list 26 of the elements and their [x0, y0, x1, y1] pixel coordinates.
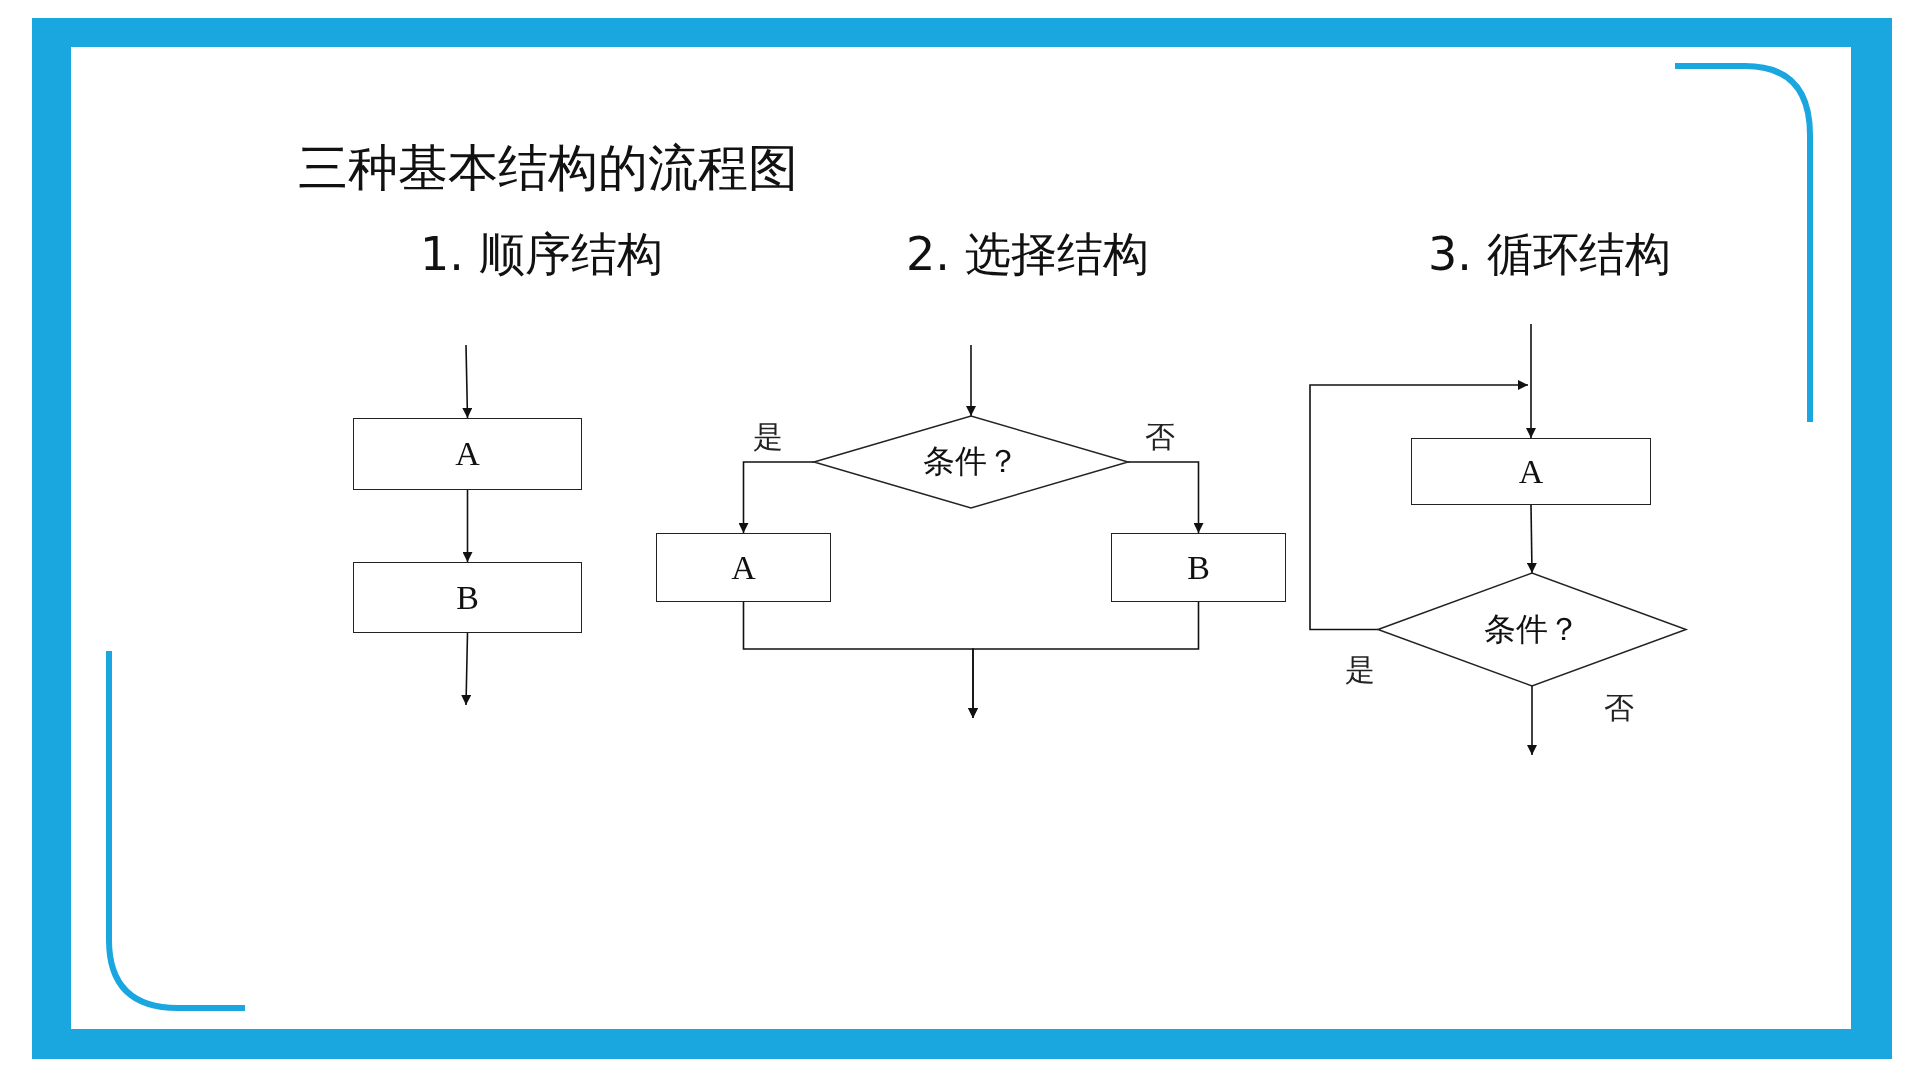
process-box: A: [1411, 438, 1651, 505]
edge-label: 否: [1145, 422, 1175, 452]
arrow: [462, 344, 473, 419]
arrow: [1526, 504, 1537, 574]
arrow: [966, 344, 976, 417]
arrow: [1527, 685, 1537, 756]
arrow: [968, 601, 1200, 719]
arrow: [462, 489, 473, 563]
process-box: B: [1111, 533, 1286, 602]
arrow: [1127, 461, 1204, 534]
title: 三种基本结构的流程图: [298, 138, 798, 199]
arrow: [738, 461, 815, 534]
decision-diamond: 条件？: [1378, 573, 1686, 686]
decision-diamond: 条件？: [814, 416, 1128, 508]
arrow: [1526, 323, 1536, 439]
edge-label: 是: [1345, 655, 1375, 685]
section-heading: 2. 选择结构: [906, 226, 1149, 283]
arrow: [461, 632, 472, 706]
edge-label: 是: [753, 422, 783, 452]
process-box: A: [656, 533, 831, 602]
section-heading: 1. 顺序结构: [420, 226, 663, 283]
process-box: A: [353, 418, 582, 490]
edge-label: 否: [1604, 693, 1634, 723]
arrow: [1309, 380, 1529, 631]
section-heading: 3. 循环结构: [1428, 226, 1671, 283]
process-box: B: [353, 562, 582, 633]
